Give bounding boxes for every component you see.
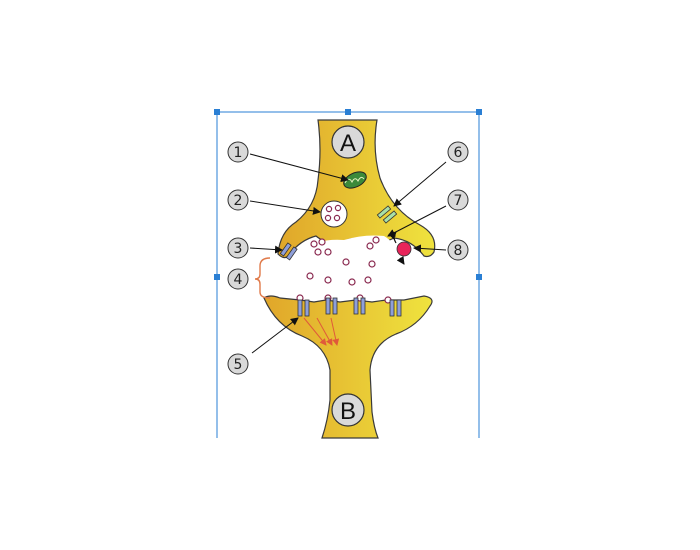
synaptic-vesicle-cluster <box>320 200 348 228</box>
postsynaptic-receptor <box>389 299 402 317</box>
voltage-gated-channel <box>279 242 298 261</box>
neurotransmitter-molecules <box>296 236 392 304</box>
selection-handle-top-right[interactable] <box>476 109 482 115</box>
callout-leaders <box>249 153 447 354</box>
svg-text:B: B <box>340 398 356 425</box>
svg-text:1: 1 <box>234 145 243 161</box>
selection-frame[interactable] <box>214 109 482 438</box>
svg-text:4: 4 <box>234 272 243 288</box>
callout-4: 4 <box>227 268 249 290</box>
cleft-bracket <box>254 257 271 299</box>
callout-3: 3 <box>227 237 249 259</box>
synaptic-cleft <box>298 235 398 296</box>
postsynaptic-receptors <box>297 297 402 317</box>
callout-6: 6 <box>447 141 469 163</box>
mitochondrion <box>343 171 367 189</box>
svg-text:3: 3 <box>234 241 243 257</box>
terminal-label-b: B <box>331 393 365 427</box>
ion-flow-arrows <box>303 317 340 346</box>
postsynaptic-receptor <box>353 297 366 315</box>
svg-text:8: 8 <box>454 243 463 259</box>
selection-handle-middle-right[interactable] <box>476 274 482 280</box>
reuptake-transporter <box>388 231 412 265</box>
svg-text:5: 5 <box>234 357 243 373</box>
postsynaptic-receptor <box>297 299 310 317</box>
callout-2: 2 <box>227 189 249 211</box>
svg-text:7: 7 <box>454 193 463 209</box>
callout-7: 7 <box>447 189 469 211</box>
svg-text:A: A <box>340 130 356 157</box>
callout-5: 5 <box>227 353 249 375</box>
callout-8: 8 <box>447 239 469 261</box>
autoreceptor <box>376 205 398 224</box>
callout-1: 1 <box>227 141 249 163</box>
selection-handle-middle-left[interactable] <box>214 274 220 280</box>
terminal-label-a: A <box>331 125 365 159</box>
svg-text:6: 6 <box>454 145 463 161</box>
selection-handle-top-center[interactable] <box>345 109 351 115</box>
postsynaptic-receptor <box>325 297 338 315</box>
selection-handle-top-left[interactable] <box>214 109 220 115</box>
svg-text:2: 2 <box>234 193 243 209</box>
